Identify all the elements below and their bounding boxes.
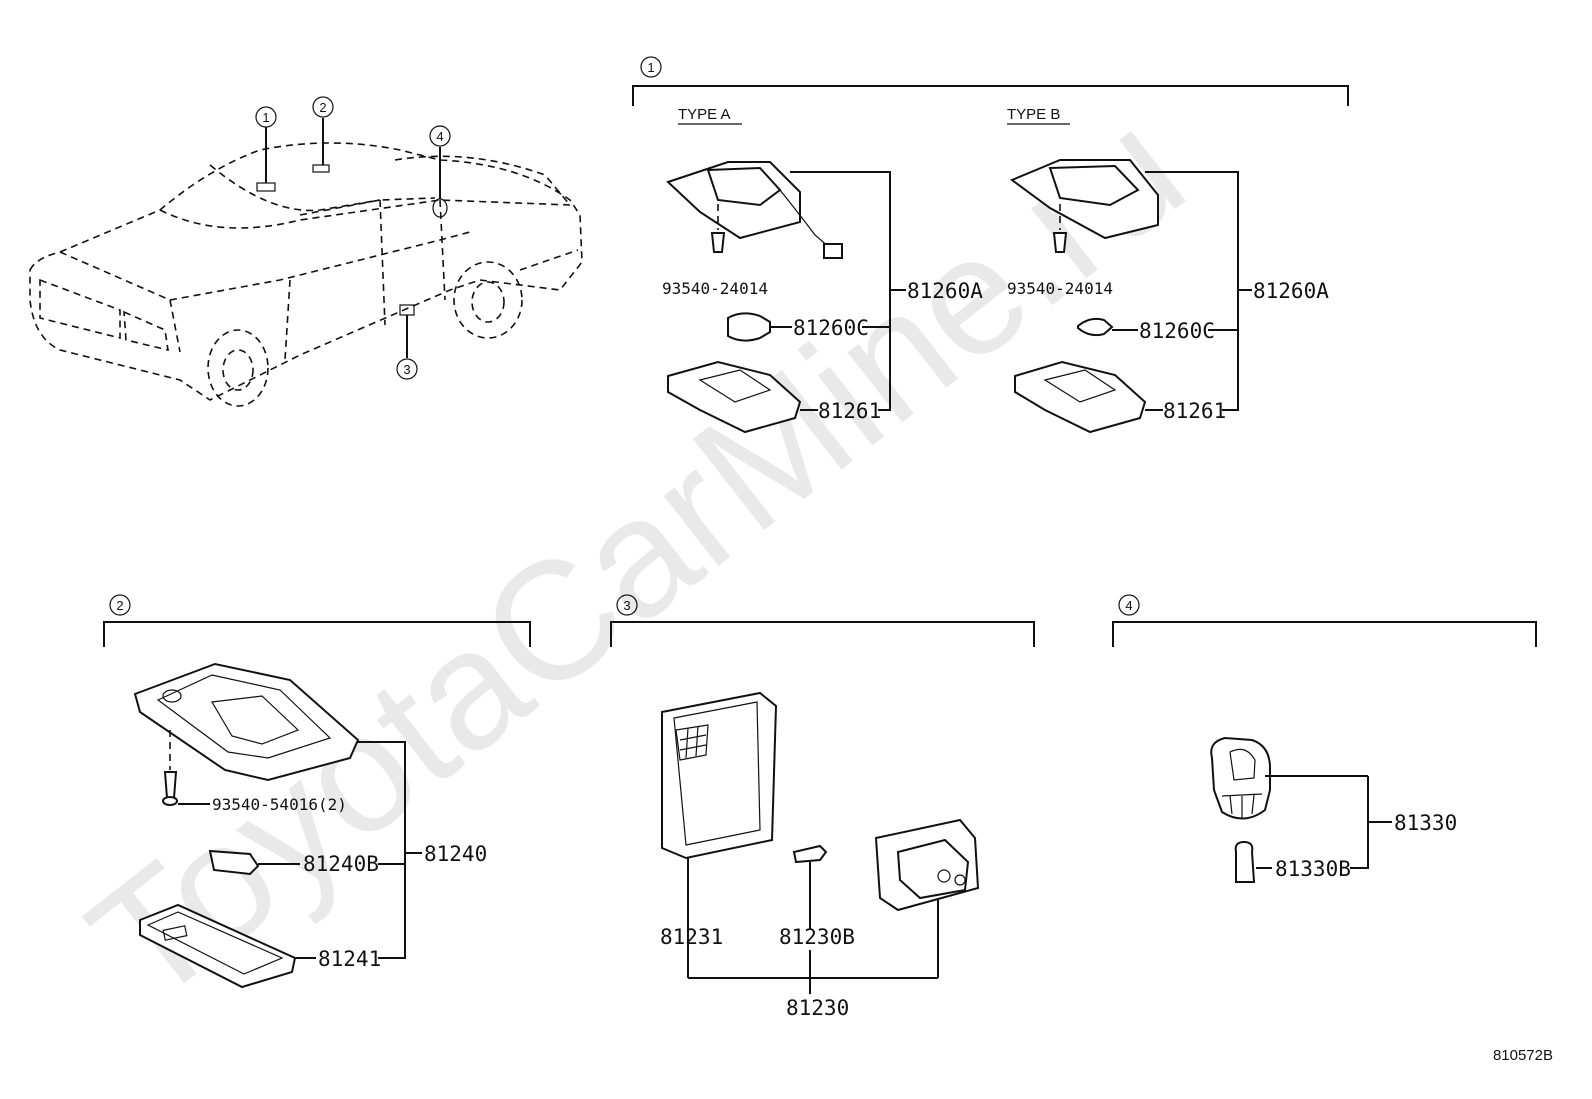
vehicle-callout-3: 3	[396, 358, 418, 380]
group-3-bulb-label: 81230B	[779, 925, 855, 949]
type-a-title: TYPE A	[678, 106, 731, 123]
type-b-lens-label: 81261	[1163, 399, 1226, 423]
group-4-assembly-label: 81330	[1394, 811, 1457, 835]
type-b-title: TYPE B	[1007, 106, 1060, 123]
group-3-lens-label: 81231	[660, 925, 723, 949]
group-1-number: 1	[647, 60, 654, 75]
type-b-assembly-label: 81260A	[1253, 279, 1329, 303]
type-b-bulb-label: 81260C	[1139, 319, 1215, 343]
type-b-screw-label: 93540-24014	[1007, 279, 1113, 298]
group-1: 1 TYPE A 93540-24014 81260C 81261	[632, 56, 1349, 434]
vehicle-outline	[29, 118, 583, 407]
group-2: 2 93540-54016(2) 81240B 81241 81240	[103, 594, 531, 989]
svg-text:3: 3	[403, 362, 410, 377]
group-3-number: 3	[623, 598, 630, 613]
group-3: 3 81231 81230B 81230	[610, 594, 1035, 1020]
group-2-number: 2	[116, 598, 123, 613]
type-a: TYPE A 93540-24014 81260C 81261 8126	[662, 106, 983, 434]
type-a-assembly-label: 81260A	[907, 279, 983, 303]
type-b: TYPE B 93540-24014 81260C 81261 81260A	[1007, 106, 1329, 434]
group-4-number: 4	[1125, 598, 1132, 613]
svg-text:4: 4	[436, 129, 443, 144]
svg-text:1: 1	[262, 110, 269, 125]
vehicle-callout-4: 4	[429, 125, 451, 147]
vehicle-callout-2: 2	[312, 96, 334, 118]
svg-text:2: 2	[319, 100, 326, 115]
group-3-assembly-label: 81230	[786, 996, 849, 1020]
watermark: ToyotaCarMine.ru	[56, 74, 1217, 1038]
type-a-lens-label: 81261	[818, 399, 881, 423]
group-4: 4 81330B 81330	[1112, 594, 1537, 883]
group-2-assembly-label: 81240	[424, 842, 487, 866]
type-a-bulb-label: 81260C	[793, 316, 869, 340]
group-2-bulb-label: 81240B	[303, 852, 379, 876]
type-a-screw-label: 93540-24014	[662, 279, 768, 298]
diagram-code: 810572B	[1493, 1047, 1553, 1064]
group-4-bulb-label: 81330B	[1275, 857, 1351, 881]
group-2-screw-label: 93540-54016(2)	[212, 795, 347, 814]
vehicle-callout-1: 1	[255, 106, 277, 128]
group-2-lens-label: 81241	[318, 947, 381, 971]
